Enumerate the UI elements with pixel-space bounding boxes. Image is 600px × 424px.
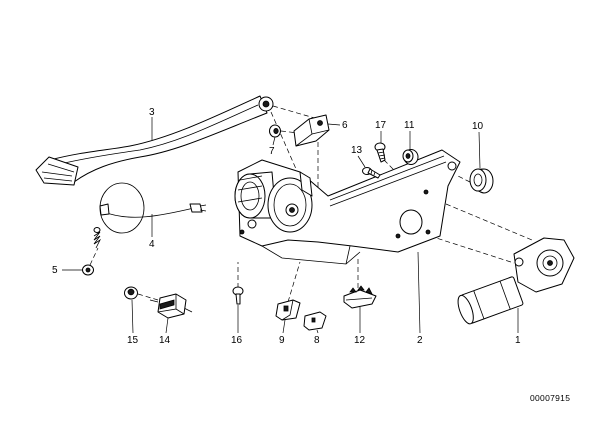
part-17-screw [374,142,386,163]
part-16-screw [232,286,244,305]
callout-5: 5 [52,265,58,276]
callout-4: 4 [149,239,155,250]
part-11-nut [402,149,419,165]
assembly-dashed-lines [89,105,533,303]
callout-15: 15 [127,335,139,346]
callout-2: 2 [417,335,423,346]
callout-12: 12 [354,335,366,346]
callout-13: 13 [351,145,363,156]
callout-9: 9 [279,335,285,346]
callout-1: 1 [515,335,521,346]
callout-6: 6 [342,120,348,131]
part-7-nut [269,124,281,138]
part-1-motor [457,237,575,325]
callout-8: 8 [314,335,320,346]
part-13-screw [362,167,381,179]
leader-lines [62,117,519,334]
part-4-cable [93,182,207,249]
callout-11: 11 [404,120,415,131]
part-9-clip [275,299,301,321]
callout-3: 3 [149,107,155,118]
part-5-nut [82,264,94,276]
callout-10: 10 [472,121,484,132]
part-15-nut [124,286,138,300]
part-8-clip [303,311,327,331]
part-3-lever [35,95,274,186]
callout-17: 17 [375,120,387,131]
part-2-main-bracket [234,149,461,265]
part-10-grommet [469,168,494,194]
drawing-number: 00007915 [530,393,570,403]
callout-labels: 3 6 7 17 11 10 13 4 5 15 14 16 9 8 12 2 … [52,107,521,346]
part-6-bracket [293,114,330,147]
part-12-bracket [343,285,377,309]
callout-14: 14 [159,335,171,346]
callout-16: 16 [231,335,243,346]
callout-7: 7 [269,146,275,157]
part-14-rubber-mount [149,293,193,319]
